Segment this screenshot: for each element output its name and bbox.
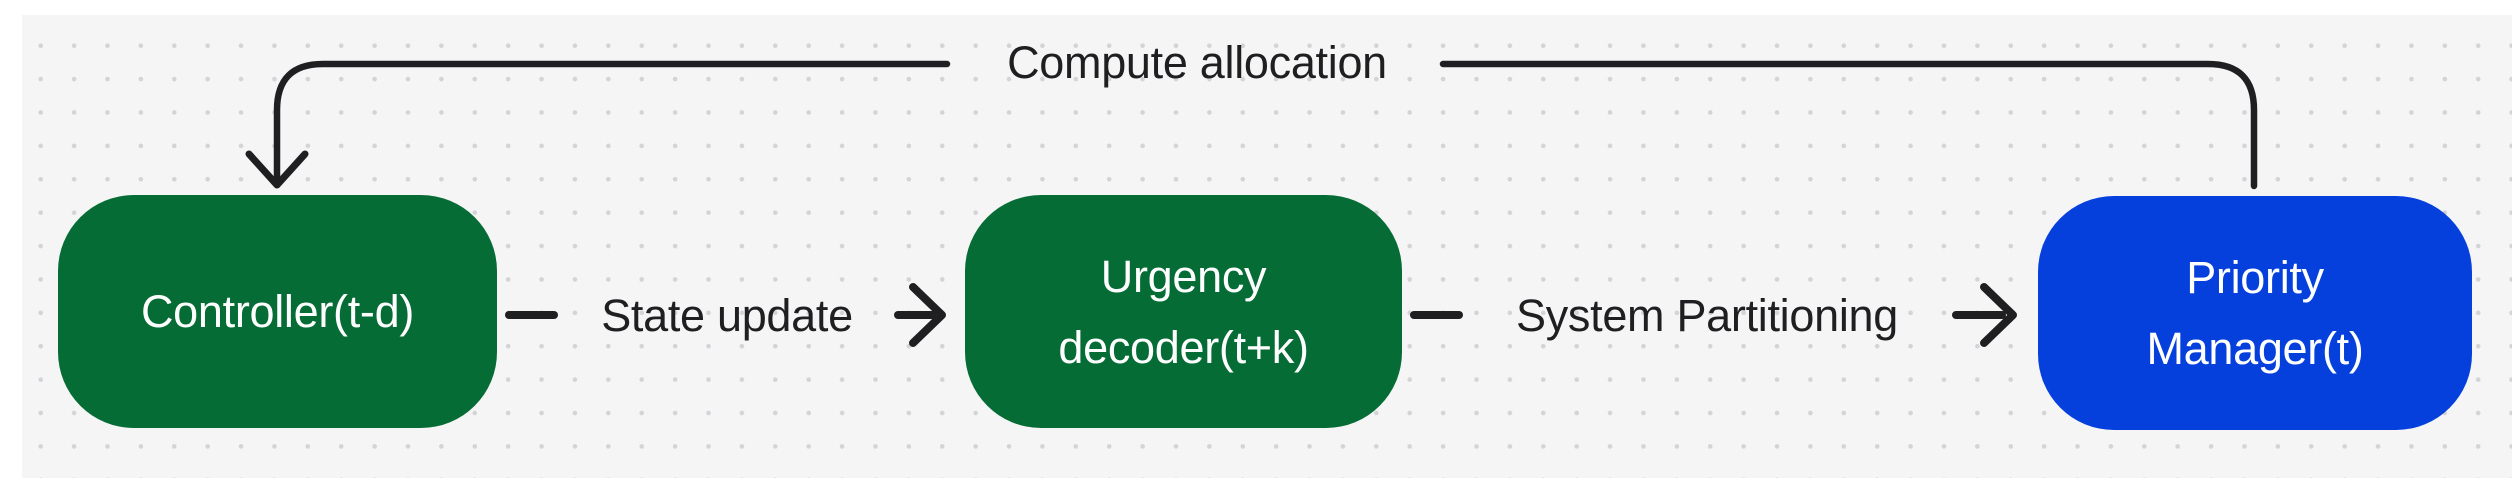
edge-label-compute-allocation[interactable]: Compute allocation <box>1007 37 1387 88</box>
edge-label-system-partitioning[interactable]: System Partitioning <box>1516 290 1898 341</box>
node-controller-label: Controller(t-d) <box>140 286 415 337</box>
node-priority-manager-label-line2: Manager(t) <box>2146 323 2364 374</box>
node-priority-manager-label-line1: Priority <box>2186 252 2324 303</box>
node-urgency-decoder-label-line1: Urgency <box>1100 250 1267 302</box>
node-urgency-decoder-label-line2: decoder(t+k) <box>1058 321 1309 373</box>
node-urgency-decoder[interactable]: Urgency decoder(t+k) <box>965 195 1402 428</box>
edge-label-state-update[interactable]: State update <box>601 290 853 341</box>
node-priority-manager[interactable]: Priority Manager(t) <box>2038 196 2472 430</box>
node-controller[interactable]: Controller(t-d) <box>58 195 497 428</box>
